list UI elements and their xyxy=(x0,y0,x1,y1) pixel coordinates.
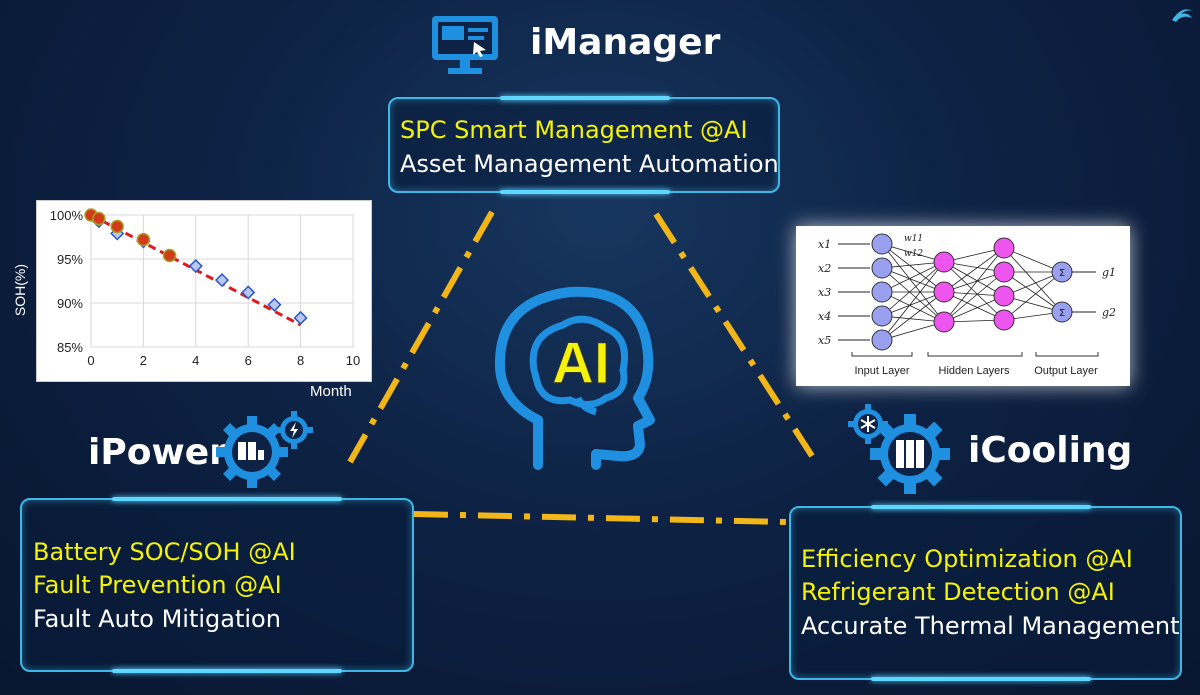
icooling-line-2: Refrigerant Detection @AI xyxy=(801,578,1115,606)
icooling-title: iCooling xyxy=(968,430,1133,471)
nn-edge xyxy=(943,271,1005,293)
nn-input-node xyxy=(871,257,893,279)
gear-server-icon xyxy=(848,404,950,494)
center-ai-label: AI xyxy=(552,331,611,397)
diamond-point xyxy=(241,285,256,300)
nn-layer-label: Input Layer xyxy=(854,365,909,377)
diamond-point xyxy=(293,310,308,326)
nn-layer-bracket xyxy=(927,352,1023,357)
nn-edge xyxy=(1003,271,1063,321)
nn-edge xyxy=(943,271,1005,323)
triangle-bottom-edge xyxy=(413,511,789,525)
nn-edge xyxy=(943,247,1005,323)
nn-input-node xyxy=(871,305,893,327)
y-tick-label: 90% xyxy=(57,296,83,311)
nn-edge xyxy=(943,261,1005,297)
nn-edge xyxy=(1003,271,1063,313)
imanager-line-1: SPC Smart Management @AI xyxy=(400,116,748,144)
circle-point xyxy=(110,219,124,234)
x-tick-label: 10 xyxy=(346,353,360,368)
nn-edge xyxy=(943,247,1005,293)
diamond-point xyxy=(267,297,282,312)
chart-ylabel-text: SOH(%) xyxy=(12,263,29,317)
nn-edge xyxy=(881,261,945,341)
nn-edge xyxy=(881,291,945,341)
monitor-icon xyxy=(432,16,498,74)
triangle-left-edge xyxy=(347,210,495,464)
nn-edge xyxy=(881,267,945,323)
x-tick-label: 2 xyxy=(140,353,147,368)
nn-layer-label: Hidden Layers xyxy=(939,365,1010,377)
ipower-line-2: Fault Prevention @AI xyxy=(33,571,282,599)
icooling-panel xyxy=(789,505,1182,681)
ipower-line-3: Fault Auto Mitigation xyxy=(33,605,281,633)
ipower-title: iPower xyxy=(88,432,227,473)
nn-edge xyxy=(881,321,945,341)
brain-head-icon xyxy=(494,286,655,470)
nn-hidden-node xyxy=(933,311,955,333)
diamond-point xyxy=(214,273,230,288)
imanager-panel xyxy=(388,96,780,194)
nn-edge xyxy=(881,243,945,293)
nn-input-label: x5 xyxy=(818,334,831,347)
ipower-panel xyxy=(20,497,414,673)
nn-edge xyxy=(881,267,945,293)
nn-edge xyxy=(881,261,945,317)
nn-input-node xyxy=(871,281,893,303)
nn-edge xyxy=(881,291,945,323)
nn-edge xyxy=(1003,247,1063,313)
icooling-line-3: Accurate Thermal Management xyxy=(801,612,1180,640)
nn-hidden-node xyxy=(993,309,1015,331)
nn-layer-label: Output Layer xyxy=(1034,365,1098,377)
nn-edge xyxy=(943,261,1005,321)
nn-layer-bracket xyxy=(1035,352,1099,357)
nn-edge xyxy=(881,261,945,293)
nn-edge xyxy=(881,291,945,317)
gear-battery-icon xyxy=(216,411,313,488)
x-tick-label: 0 xyxy=(87,353,94,368)
triangle-right-edge xyxy=(653,212,815,458)
circle-point xyxy=(136,232,151,247)
x-tick-label: 6 xyxy=(245,353,252,368)
ipower-line-1: Battery SOC/SOH @AI xyxy=(33,538,296,566)
corner-logo-icon xyxy=(1172,9,1194,22)
nn-input-label: x4 xyxy=(818,310,831,323)
nn-weight-label: w12 xyxy=(904,249,923,259)
nn-edge xyxy=(881,243,945,263)
y-tick-label: 100% xyxy=(50,208,84,223)
circle-point xyxy=(92,211,106,226)
x-tick-label: 4 xyxy=(192,353,199,368)
nn-hidden-node xyxy=(933,281,955,303)
nn-layer-bracket xyxy=(851,352,913,357)
nn-input-label: x3 xyxy=(818,286,831,299)
diamond-point xyxy=(188,258,203,274)
nn-hidden-node xyxy=(993,261,1015,283)
nn-input-node xyxy=(871,329,893,351)
nn-hidden-node xyxy=(993,237,1015,259)
nn-sum-symbol: Σ xyxy=(1059,308,1065,319)
x-tick-label: 8 xyxy=(297,353,304,368)
nn-edge xyxy=(881,243,945,323)
nn-weight-label: w11 xyxy=(904,234,923,244)
circle-point xyxy=(162,248,177,263)
y-tick-label: 85% xyxy=(57,340,83,355)
nn-output-label: g2 xyxy=(1102,306,1116,319)
icooling-line-1: Efficiency Optimization @AI xyxy=(801,545,1133,573)
nn-sum-symbol: Σ xyxy=(1059,268,1065,279)
imanager-line-2: Asset Management Automation xyxy=(400,150,779,178)
y-tick-label: 95% xyxy=(57,252,83,267)
nn-edge xyxy=(943,295,1005,323)
chart-xlabel-text: Month xyxy=(310,383,352,400)
nn-hidden-node xyxy=(993,285,1015,307)
imanager-title: iManager xyxy=(530,22,721,63)
nn-edge xyxy=(943,291,1005,321)
nn-input-node xyxy=(871,233,893,255)
nn-input-label: x2 xyxy=(818,262,831,275)
nn-output-label: g1 xyxy=(1102,266,1116,279)
nn-input-label: x1 xyxy=(818,238,831,251)
nn-hidden-node xyxy=(933,251,955,273)
